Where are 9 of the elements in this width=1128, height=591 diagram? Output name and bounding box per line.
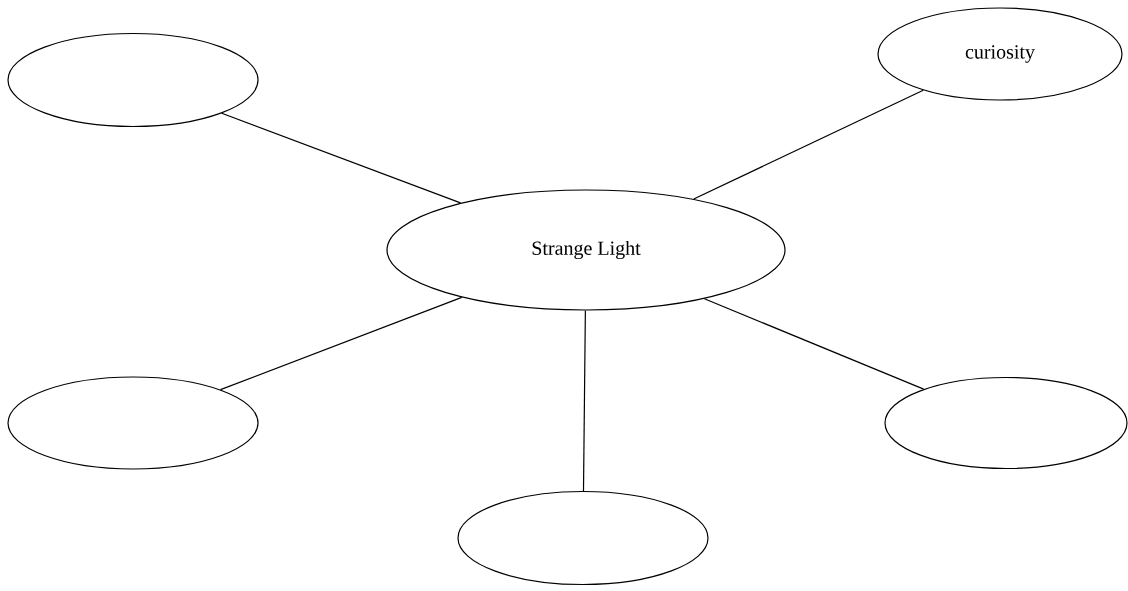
connector-line bbox=[703, 298, 925, 390]
connector-line bbox=[219, 296, 463, 391]
empty-ellipse bbox=[457, 490, 709, 586]
empty-ellipse bbox=[7, 32, 259, 128]
connector-line bbox=[221, 112, 462, 204]
empty-ellipse bbox=[884, 376, 1128, 470]
connector-line bbox=[693, 89, 924, 200]
empty-ellipse bbox=[7, 376, 259, 470]
connector-line bbox=[582, 310, 586, 492]
